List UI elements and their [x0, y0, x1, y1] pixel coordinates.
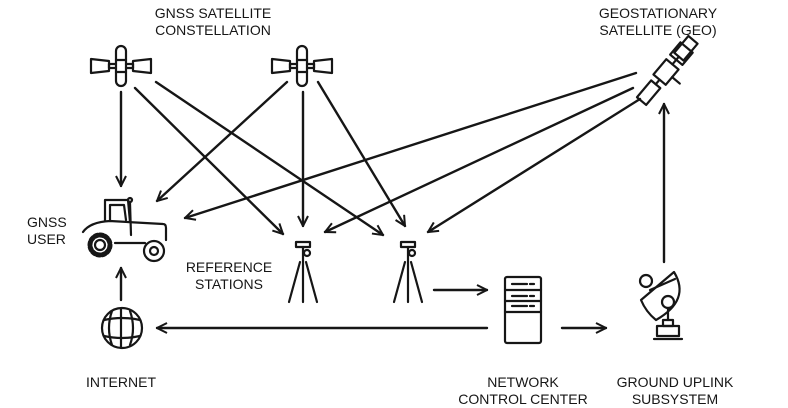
label-line: NETWORK [487, 374, 559, 390]
signal-arrows [121, 71, 664, 328]
tripod-antenna-icon [287, 240, 319, 304]
label-line: REFERENCE [185, 259, 273, 275]
arrow-geo-to-station1 [325, 86, 635, 232]
satellite-dish-icon [638, 270, 684, 341]
arrow-sat2-to-station2 [316, 80, 407, 226]
arrow-geo-to-user [185, 71, 638, 218]
label-line: GROUND UPLINK [616, 374, 734, 390]
label-line: GEOSTATIONARY [598, 5, 718, 21]
label-geo-satellite: GEOSTATIONARY SATELLITE (GEO) [599, 5, 717, 39]
arrow-geo-to-station2 [428, 97, 642, 234]
label-line: USER [27, 231, 66, 247]
satellite-icon [89, 44, 153, 88]
label-line: GNSS [27, 214, 67, 230]
label-gnss-user: GNSS USER [27, 214, 67, 248]
label-network-control-center: NETWORK CONTROL CENTER [458, 374, 587, 408]
label-reference-stations: REFERENCE STATIONS [186, 259, 272, 293]
label-line: INTERNET [86, 374, 156, 390]
tripod-antenna-icon [392, 240, 424, 304]
satellite-icon [270, 44, 334, 88]
arrow-sat1-to-station1 [133, 86, 283, 234]
label-line: STATIONS [195, 276, 263, 292]
label-line: CONSTELLATION [155, 22, 271, 38]
arrow-sat2-to-user [157, 80, 289, 201]
label-gnss-constellation: GNSS SATELLITE CONSTELLATION [155, 5, 271, 39]
arrow-sat1-to-station2 [154, 80, 383, 235]
geostationary-satellite-icon [635, 34, 699, 107]
tractor-icon [81, 196, 168, 263]
server-icon [503, 275, 543, 345]
label-internet: INTERNET [86, 374, 156, 391]
label-ground-uplink: GROUND UPLINK SUBSYSTEM [617, 374, 734, 408]
label-line: GNSS SATELLITE [154, 5, 272, 21]
label-line: SATELLITE (GEO) [599, 22, 717, 38]
globe-icon [100, 306, 144, 350]
